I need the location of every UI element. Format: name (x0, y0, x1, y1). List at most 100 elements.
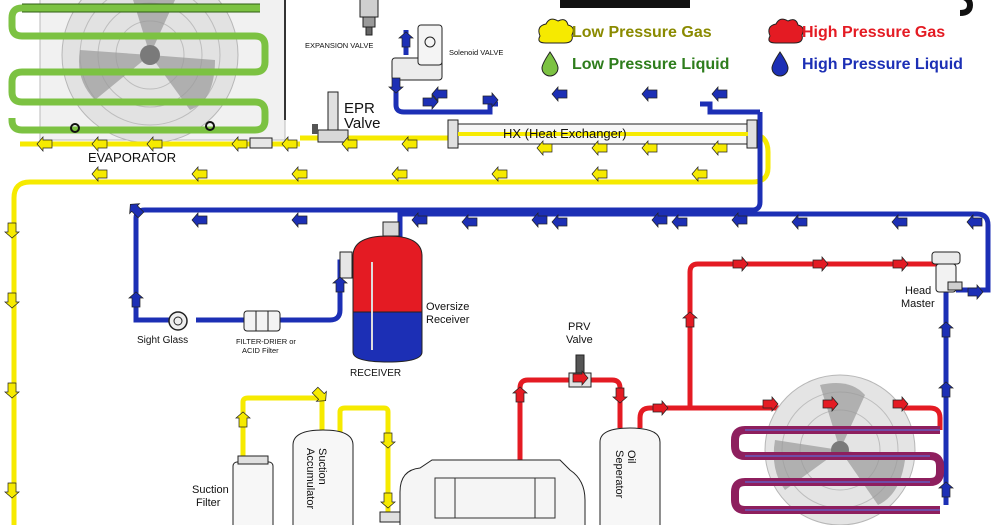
flow-arrow-icon (512, 386, 528, 403)
flow-arrow-icon (641, 86, 658, 102)
flow-arrow-icon (332, 276, 348, 293)
flow-arrow-icon (231, 136, 248, 152)
suction-filter-label-line1: Suction (192, 484, 229, 496)
evaporator-coil (8, 3, 269, 134)
flow-arrow-icon (431, 86, 448, 102)
condenser (731, 374, 944, 525)
flow-arrow-icon (612, 387, 628, 404)
flow-arrows (4, 31, 984, 509)
flow-arrow-icon (551, 86, 568, 102)
oversize-receiver-label-line2: Receiver (426, 314, 470, 326)
sight-glass: Sight Glass (137, 311, 188, 346)
flow-arrow-icon (391, 166, 408, 182)
prv-label-line2: Valve (566, 334, 593, 346)
flow-arrow-icon (732, 256, 749, 272)
flow-arrow-icon (411, 212, 428, 228)
flow-arrow-icon (731, 212, 748, 228)
flow-arrow-icon (938, 381, 954, 398)
legend-low-pressure-gas-cloud-icon (538, 18, 574, 44)
legend-label-low-pressure-liquid: Low Pressure Liquid (572, 56, 729, 73)
flow-arrow-icon (536, 140, 553, 156)
expansion-valve: EXPANSION VALVE (305, 0, 379, 50)
suction-filter: Suction Filter (192, 455, 274, 525)
flow-arrow-icon (551, 214, 568, 230)
legend-high-pressure-liquid-drop-icon (771, 51, 789, 77)
flow-arrow-icon (422, 94, 439, 110)
filter-drier-label-line1: FILTER-DRIER or (236, 337, 296, 346)
flow-arrow-icon (641, 140, 658, 156)
flow-arrow-icon (311, 386, 327, 402)
flow-arrow-icon (398, 31, 414, 48)
solenoid-valve: Solenoid VALVE (391, 24, 503, 81)
flow-arrow-icon (380, 492, 396, 509)
suction-filter-label-line2: Filter (196, 497, 221, 509)
flow-arrow-icon (682, 311, 698, 328)
flow-arrow-icon (591, 140, 608, 156)
flow-arrow-icon (572, 370, 589, 386)
oil-separator-label-line1: Oil (625, 450, 637, 463)
flow-arrow-icon (91, 136, 108, 152)
flow-arrow-icon (691, 166, 708, 182)
solenoid-valve-label: Solenoid VALVE (449, 48, 503, 57)
flow-arrow-icon (762, 396, 779, 412)
flow-arrow-icon (892, 396, 909, 412)
flow-arrow-icon (891, 214, 908, 230)
legend-label-low-pressure-gas: Low Pressure Gas (572, 24, 712, 41)
head-master-label-line2: Master (901, 298, 935, 310)
flow-arrow-icon (651, 212, 668, 228)
receiver-label: RECEIVER (350, 368, 401, 379)
flow-arrow-icon (967, 284, 984, 300)
flow-arrow-icon (4, 382, 20, 399)
evaporator (8, 0, 286, 144)
hx-label: HX (Heat Exchanger) (503, 126, 627, 141)
flow-arrow-icon (341, 136, 358, 152)
flow-arrow-icon (491, 166, 508, 182)
condenser-fan-icon (764, 374, 916, 525)
head-master-label-line1: Head (905, 285, 931, 297)
flow-arrow-icon (4, 292, 20, 309)
condenser-coil (731, 426, 944, 514)
flow-arrow-icon (129, 203, 145, 219)
legend: Low Pressure Gas Low Pressure Liquid Hig… (538, 18, 963, 77)
flow-arrow-icon (671, 214, 688, 230)
flow-arrow-icon (966, 214, 983, 230)
flow-arrow-icon (128, 291, 144, 308)
flow-arrow-icon (652, 400, 669, 416)
flow-arrow-icon (711, 140, 728, 156)
compressor (379, 459, 586, 525)
flow-arrow-icon (591, 166, 608, 182)
filter-drier: FILTER-DRIER or ACID Filter (236, 310, 296, 355)
suction-accumulator: Suction Accumulator (292, 429, 354, 525)
evaporator-mount-left-icon (70, 123, 80, 133)
legend-low-pressure-liquid-drop-icon (541, 51, 559, 77)
flow-arrow-icon (812, 256, 829, 272)
suction-accumulator-label-line2: Accumulator (304, 448, 316, 509)
flow-arrow-icon (531, 212, 548, 228)
flow-arrow-icon (892, 256, 909, 272)
heat-exchanger: HX (Heat Exchanger) (447, 119, 758, 149)
flow-arrow-icon (36, 136, 53, 152)
oil-separator: Oil Seperator (599, 427, 661, 525)
flow-arrow-icon (91, 166, 108, 182)
legend-label-high-pressure-liquid: High Pressure Liquid (802, 56, 963, 73)
prv-label-line1: PRV (568, 321, 591, 333)
flow-arrow-icon (146, 136, 163, 152)
flow-arrow-icon (4, 222, 20, 239)
evaporator-label: EVAPORATOR (88, 150, 176, 165)
flow-arrow-icon (938, 481, 954, 498)
flow-arrow-icon (822, 396, 839, 412)
epr-label-line1: EPR (344, 100, 375, 117)
flow-arrow-icon (938, 321, 954, 338)
receiver: Oversize Receiver RECEIVER (339, 221, 470, 379)
legend-label-high-pressure-gas: High Pressure Gas (802, 24, 945, 41)
epr-valve: EPR Valve (249, 91, 380, 149)
filter-drier-label-line2: ACID Filter (242, 346, 279, 355)
flow-arrow-icon (291, 166, 308, 182)
flow-arrow-icon (291, 212, 308, 228)
flow-arrow-icon (281, 136, 298, 152)
oversize-receiver-label-line1: Oversize (426, 301, 469, 313)
flow-arrow-icon (388, 77, 404, 94)
oil-separator-label-line2: Seperator (613, 450, 625, 499)
flow-arrow-icon (235, 411, 251, 428)
